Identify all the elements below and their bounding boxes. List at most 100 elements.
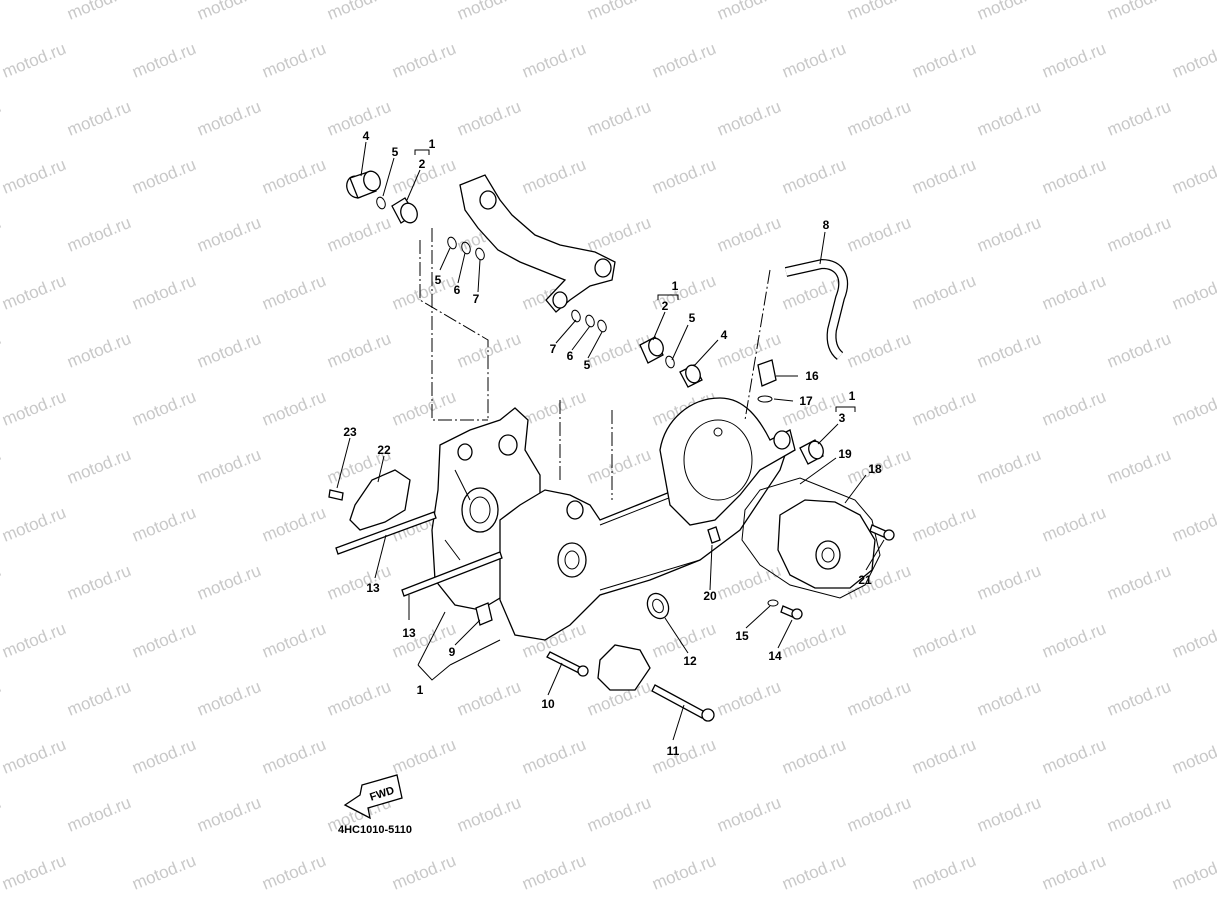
watermark-text: motod.ru [0, 909, 4, 913]
callout-7[interactable]: 7 [550, 342, 557, 356]
watermark-text: motod.ru [64, 793, 133, 836]
callout-22[interactable]: 22 [377, 443, 391, 457]
watermark-text: motod.ru [0, 155, 69, 198]
watermark-text: motod.ru [974, 97, 1043, 140]
callout-4[interactable]: 4 [363, 129, 370, 143]
watermark-text: motod.ru [129, 39, 198, 82]
callout-12[interactable]: 12 [683, 654, 697, 668]
watermark-text: motod.ru [259, 503, 328, 546]
callout-2[interactable]: 2 [662, 299, 669, 313]
watermark-text: motod.ru [909, 851, 978, 894]
watermark-text: motod.ru [64, 0, 133, 24]
watermark-text: motod.ru [324, 213, 393, 256]
watermark-text: motod.ru [64, 329, 133, 372]
watermark-text: motod.ru [0, 271, 69, 314]
watermark-text: motod.ru [974, 445, 1043, 488]
watermark-text: motod.ru [194, 329, 263, 372]
callout-2[interactable]: 2 [419, 157, 426, 171]
watermark-text: motod.ru [584, 213, 653, 256]
watermark-text: motod.ru [129, 155, 198, 198]
watermark-text: motod.ru [519, 387, 588, 430]
watermark-text: motod.ru [844, 213, 913, 256]
watermark-text: motod.ru [1039, 387, 1108, 430]
watermark-text: motod.ru [0, 677, 4, 720]
watermark-text: motod.ru [259, 39, 328, 82]
watermark-text: motod.ru [324, 677, 393, 720]
callout-19[interactable]: 19 [838, 447, 852, 461]
watermark-text: motod.ru [454, 677, 523, 720]
callout-1[interactable]: 1 [672, 279, 679, 293]
watermark-text: motod.ru [1039, 271, 1108, 314]
watermark-text: motod.ru [909, 271, 978, 314]
watermark-text: motod.ru [584, 97, 653, 140]
watermark-text: motod.ru [389, 851, 458, 894]
bushing-left [346, 170, 485, 261]
watermark-text: motod.ru [649, 271, 718, 314]
watermark-text: motod.ru [129, 735, 198, 778]
callout-18[interactable]: 18 [868, 462, 882, 476]
watermark-text: motod.ru [324, 329, 393, 372]
watermark-text: motod.ru [584, 793, 653, 836]
watermark-text: motod.ru [454, 909, 523, 913]
watermark-text: motod.ru [0, 619, 69, 662]
watermark-text: motod.ru [1169, 851, 1217, 894]
callout-5[interactable]: 5 [584, 358, 591, 372]
callout-5[interactable]: 5 [689, 311, 696, 325]
callout-3[interactable]: 3 [839, 411, 846, 425]
watermark-text: motod.ru [974, 329, 1043, 372]
watermark-text: motod.ru [1104, 677, 1173, 720]
watermark-text: motod.ru [454, 97, 523, 140]
callout-4[interactable]: 4 [721, 328, 728, 342]
callout-9[interactable]: 9 [449, 645, 456, 659]
watermark-text: motod.ru [714, 0, 783, 24]
callout-1[interactable]: 1 [429, 137, 436, 151]
callout-7[interactable]: 7 [473, 292, 480, 306]
callout-1[interactable]: 1 [849, 389, 856, 403]
callout-20[interactable]: 20 [703, 589, 717, 603]
callout-17[interactable]: 17 [799, 394, 813, 408]
callout-6[interactable]: 6 [567, 349, 574, 363]
callout-13[interactable]: 13 [402, 626, 416, 640]
callout-11[interactable]: 11 [667, 744, 680, 758]
watermark-text: motod.ru [1039, 39, 1108, 82]
watermark-text: motod.ru [779, 851, 848, 894]
callout-6[interactable]: 6 [454, 283, 461, 297]
watermark-text: motod.ru [649, 735, 718, 778]
watermark-text: motod.ru [129, 503, 198, 546]
watermark-text: motod.ru [64, 445, 133, 488]
callout-1[interactable]: 1 [417, 683, 424, 697]
watermark-text: motod.ru [194, 445, 263, 488]
watermark-text: motod.ru [779, 155, 848, 198]
callout-10[interactable]: 10 [541, 697, 555, 711]
callout-15[interactable]: 15 [735, 629, 749, 643]
watermark-text: motod.ru [0, 445, 4, 488]
watermark-text: motod.ru [649, 851, 718, 894]
callout-23[interactable]: 23 [343, 425, 357, 439]
watermark-text: motod.ru [519, 39, 588, 82]
crankcase-drawing [328, 170, 895, 820]
watermark-text: motod.ru [1104, 793, 1173, 836]
watermark-text: motod.ru [1104, 561, 1173, 604]
callout-5[interactable]: 5 [435, 273, 442, 287]
watermark-text: motod.ru [454, 0, 523, 24]
watermark-text: motod.ru [584, 445, 653, 488]
callout-13[interactable]: 13 [366, 581, 380, 595]
watermark-text: motod.ru [129, 619, 198, 662]
watermark-text: motod.ru [389, 735, 458, 778]
callout-8[interactable]: 8 [823, 218, 830, 232]
watermark-text: motod.ru [0, 387, 69, 430]
callout-14[interactable]: 14 [768, 649, 782, 663]
watermark-text: motod.ru [194, 909, 263, 913]
watermark-text: motod.ru [1039, 503, 1108, 546]
watermark-text: motod.ru [779, 735, 848, 778]
callout-21[interactable]: 21 [858, 573, 872, 587]
watermark-text: motod.ru [194, 213, 263, 256]
callout-labels: 4 5 1 2 5 6 7 1 2 5 4 7 6 5 8 16 17 1 3 … [343, 129, 882, 758]
callout-5[interactable]: 5 [392, 145, 399, 159]
watermark-text: motod.ru [259, 735, 328, 778]
watermark-text: motod.ru [64, 213, 133, 256]
callout-16[interactable]: 16 [805, 369, 819, 383]
watermark-text: motod.ru [1169, 387, 1217, 430]
watermark-text: motod.ru [0, 851, 69, 894]
